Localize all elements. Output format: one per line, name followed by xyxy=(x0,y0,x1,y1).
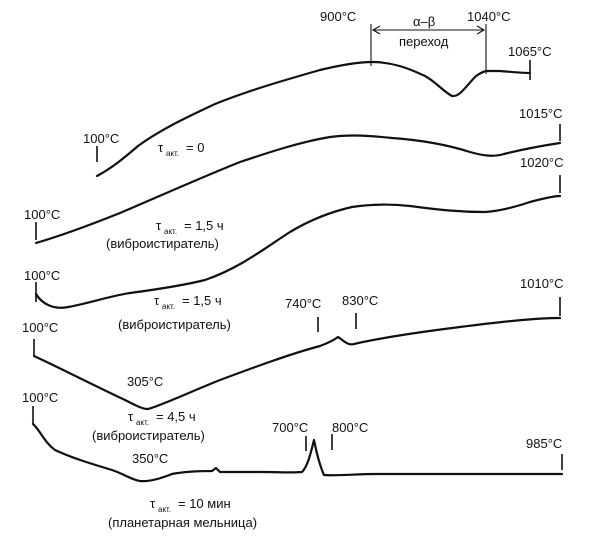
svg-text:= 4,5 ч: = 4,5 ч xyxy=(156,409,196,424)
curve-3-end-label: 1020°C xyxy=(520,155,564,170)
curve-3-line xyxy=(34,194,562,309)
curve-3-tau-label: τ акт. = 1,5 ч xyxy=(154,293,222,311)
curve-3-group: 100°C 1020°C τ акт. = 1,5 ч (виброистира… xyxy=(24,155,564,332)
curve-2-tau-label: τ акт. = 1,5 ч xyxy=(156,218,224,236)
curve-5-end-label: 985°C xyxy=(526,436,562,451)
curve-4-line xyxy=(32,316,562,411)
curve-5-method-label: (планетарная мельница) xyxy=(108,515,257,530)
mark-1040-label: 1040°C xyxy=(467,9,511,24)
curve-4-end-label: 1010°C xyxy=(520,276,564,291)
curve-4-group: 100°C 1010°C 305°C τ акт. = 4,5 ч (вибро… xyxy=(22,276,564,443)
svg-text:= 10 мин: = 10 мин xyxy=(178,496,231,511)
svg-text:τ: τ xyxy=(156,218,162,233)
curve-2-group: 100°C 1015°C τ акт. = 1,5 ч (виброистира… xyxy=(24,106,563,251)
mark-350-label: 350°C xyxy=(132,451,168,466)
svg-text:= 1,5 ч: = 1,5 ч xyxy=(182,293,222,308)
svg-text:τ: τ xyxy=(150,496,156,511)
curve-2-method-label: (виброистиратель) xyxy=(106,236,219,251)
transition-arrow-left-icon xyxy=(371,25,381,35)
curve-2-line xyxy=(34,134,562,245)
svg-text:акт.: акт. xyxy=(166,149,179,158)
svg-text:= 0: = 0 xyxy=(186,140,204,155)
transition-sub-label: переход xyxy=(399,34,449,49)
svg-text:акт.: акт. xyxy=(164,227,177,236)
curve-1-end-label: 1065°C xyxy=(508,44,552,59)
curve-1-start-label: 100°C xyxy=(83,131,119,146)
mark-900-label: 900°C xyxy=(320,9,356,24)
mark-740-label: 740°C xyxy=(285,296,321,311)
transition-label: α–β xyxy=(413,14,435,29)
curve-5-start-label: 100°C xyxy=(22,390,58,405)
curve-1-line xyxy=(95,60,532,178)
curve-5-tau-label: τ акт. = 10 мин xyxy=(150,496,231,514)
mark-305-label: 305°C xyxy=(127,374,163,389)
mark-830-label: 830°C xyxy=(342,293,378,308)
svg-text:τ: τ xyxy=(128,409,134,424)
curve-3-method-label: (виброистиратель) xyxy=(118,317,231,332)
curve-3-start-label: 100°C xyxy=(24,268,60,283)
svg-text:акт.: акт. xyxy=(158,505,171,514)
svg-text:акт.: акт. xyxy=(162,302,175,311)
curve-4-tau-label: τ акт. = 4,5 ч xyxy=(128,409,196,427)
curve-4-method-label: (виброистиратель) xyxy=(92,428,205,443)
svg-text:= 1,5 ч: = 1,5 ч xyxy=(184,218,224,233)
curve-5-line xyxy=(31,422,564,483)
svg-text:τ: τ xyxy=(158,140,164,155)
curve-2-start-label: 100°C xyxy=(24,207,60,222)
mark-700-label: 700°C xyxy=(272,420,308,435)
curve-5-group: 100°C 985°C 350°C 700°C 800°C τ акт. = 1… xyxy=(22,390,564,530)
svg-text:τ: τ xyxy=(154,293,160,308)
curve-1-group: 100°C 1065°C 900°C 1040°C α–β переход τ … xyxy=(83,9,552,178)
svg-text:акт.: акт. xyxy=(136,418,149,427)
curve-1-tau-label: τ акт. = 0 xyxy=(158,140,204,158)
mark-800-label: 800°C xyxy=(332,420,368,435)
curve-2-end-label: 1015°C xyxy=(519,106,563,121)
curve-4-start-label: 100°C xyxy=(22,320,58,335)
transition-arrow-right-icon xyxy=(476,25,486,35)
